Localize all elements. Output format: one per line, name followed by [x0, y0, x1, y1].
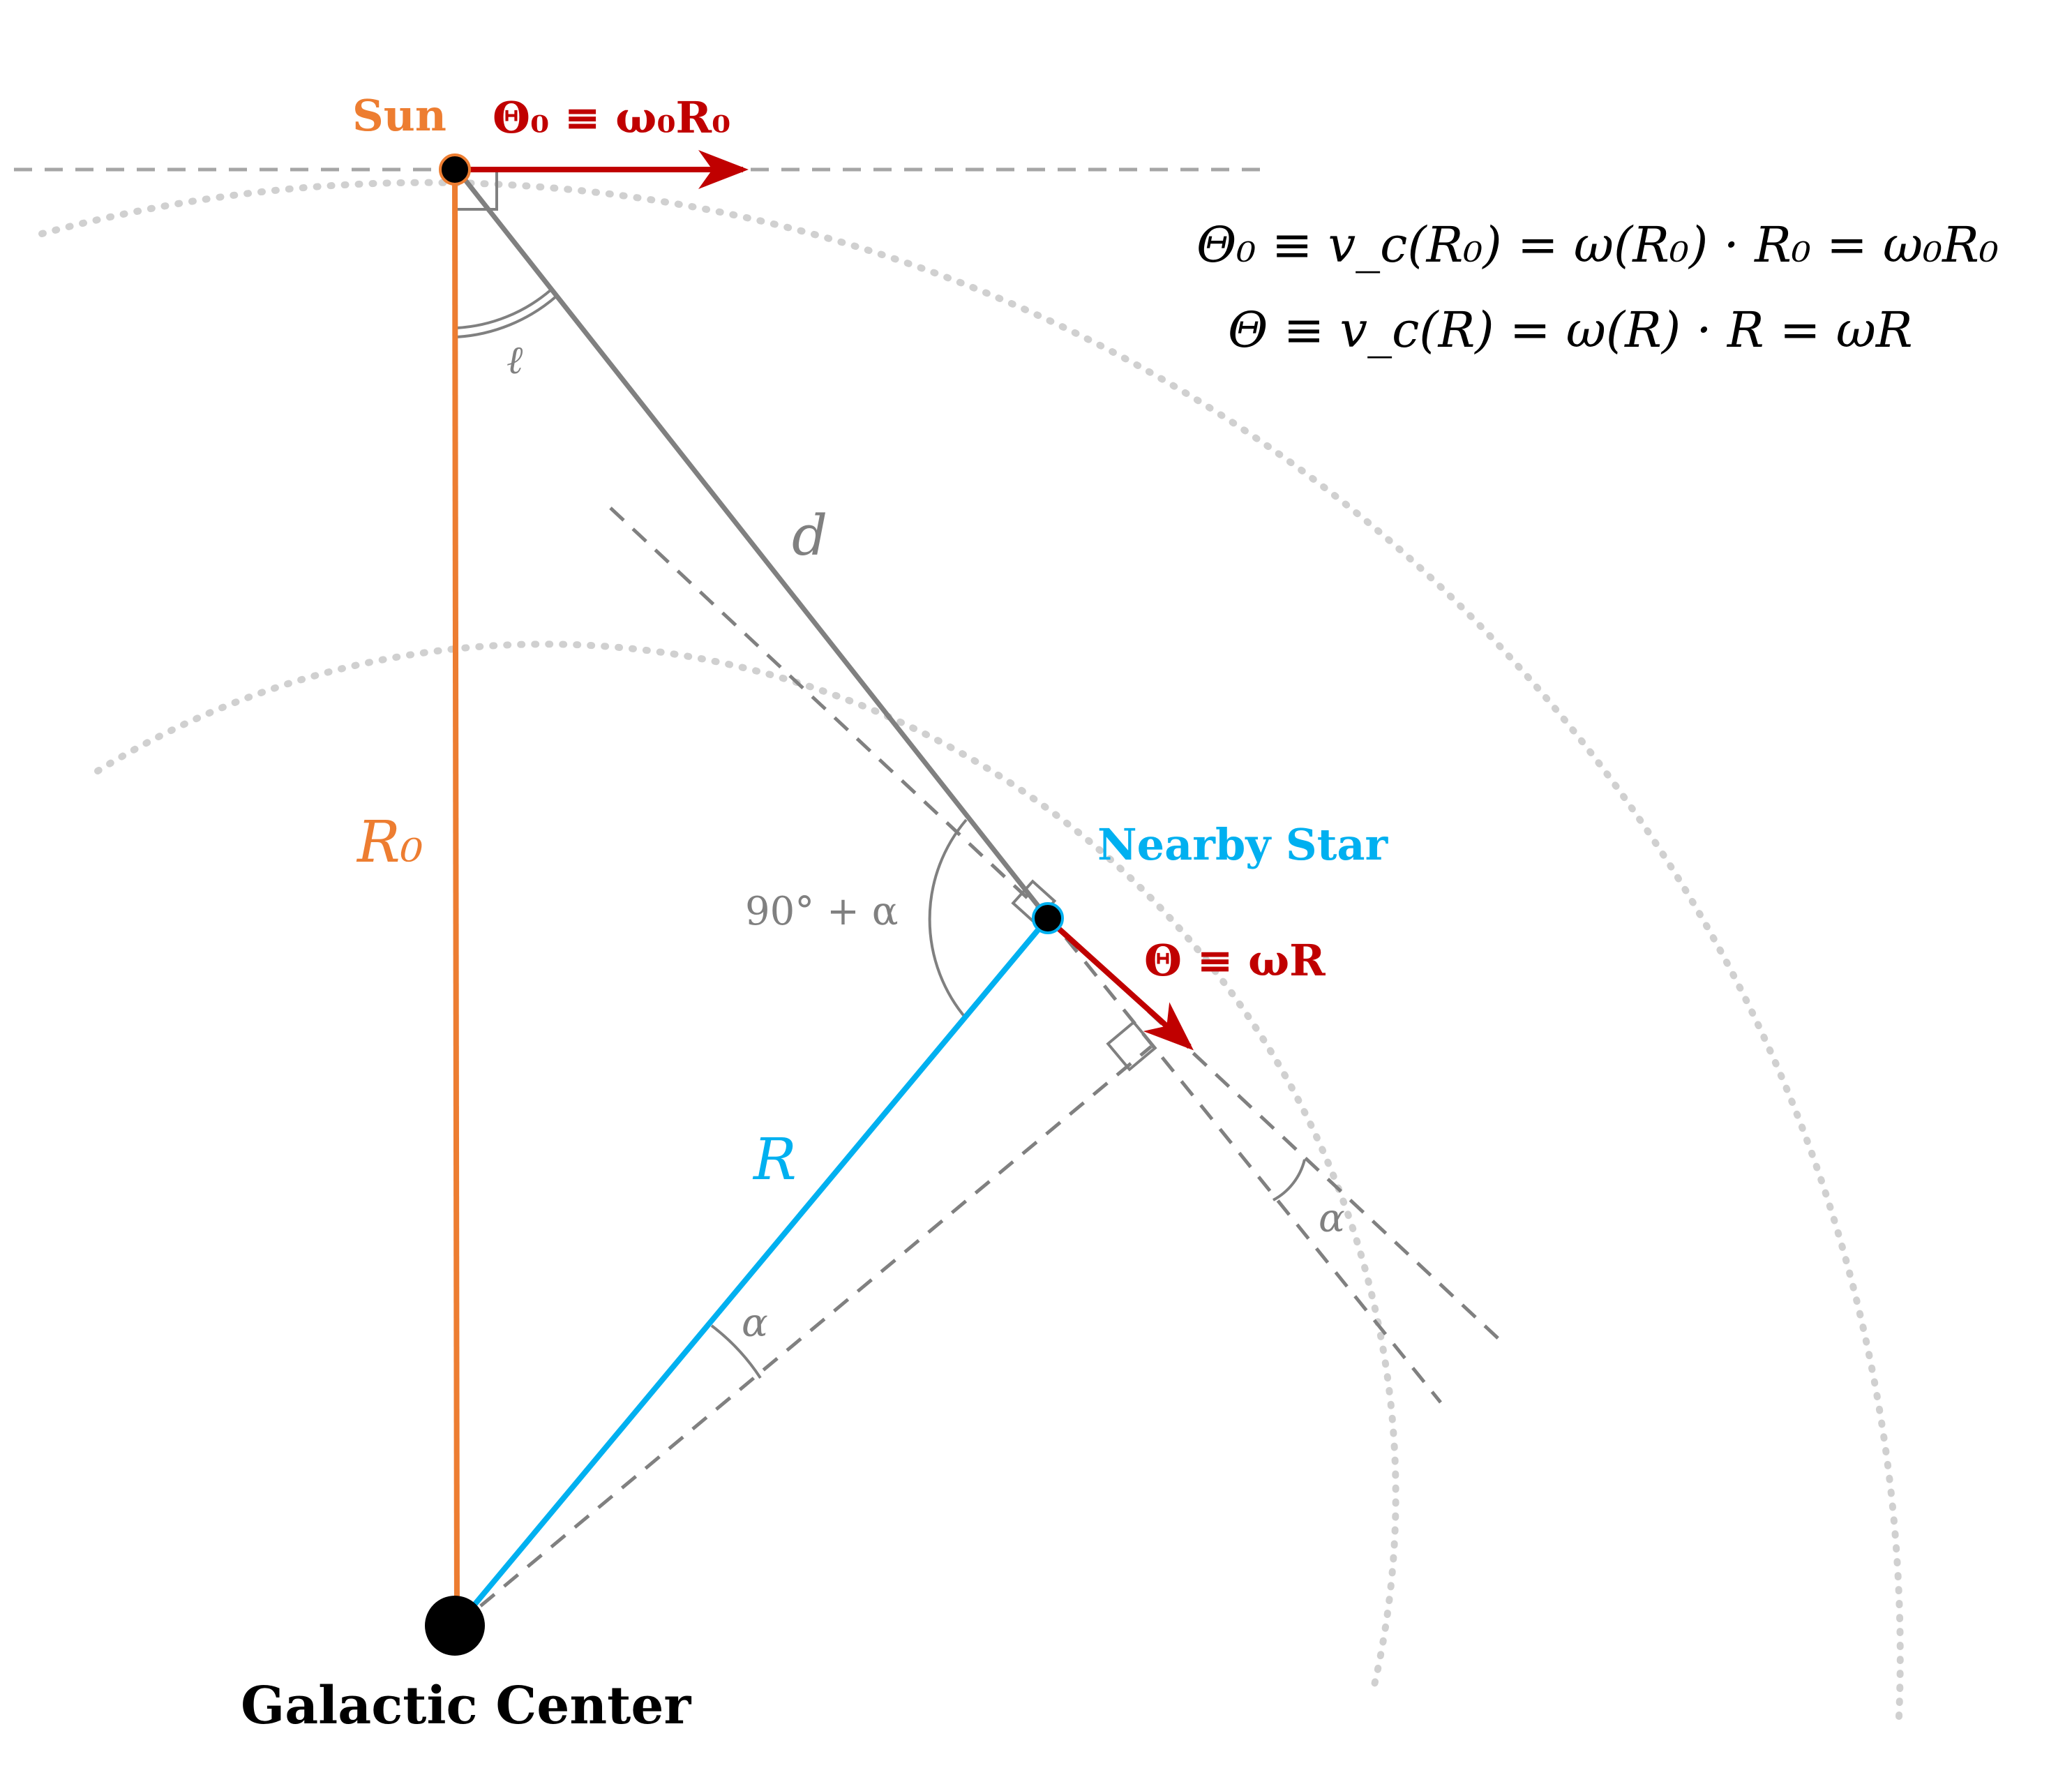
alpha-lower-label: α	[742, 1301, 768, 1346]
nearby-star-label: Nearby Star	[1097, 819, 1389, 870]
star-velocity-label: Θ ≡ ωR	[1144, 935, 1326, 986]
star-orbit-circle	[94, 640, 1399, 1688]
alpha-upper-label: α	[1319, 1196, 1345, 1241]
line-of-sight-extension	[1045, 913, 1442, 1404]
obtuse-angle-label: 90° + α	[745, 889, 899, 934]
longitude-angle-label: ℓ	[506, 338, 523, 383]
sun-point	[439, 153, 471, 186]
sun-radius-line	[452, 174, 460, 1626]
equation-sun: Θ₀ ≡ v_c(R₀) = ω(R₀) · R₀ = ω₀R₀	[1196, 216, 1999, 274]
alpha-arc-upper	[1273, 1159, 1306, 1201]
obtuse-angle-arc	[928, 818, 968, 1020]
star-tangent-line	[609, 507, 1508, 1348]
galactic-center-point	[425, 1596, 485, 1656]
star-radius-line	[454, 916, 1051, 1628]
sun-velocity-label: Θ₀ ≡ ω₀R₀	[493, 92, 730, 143]
sun-right-angle-marker	[457, 170, 498, 211]
alpha-arc-lower	[710, 1324, 762, 1379]
perpendicular-right-angle-marker	[1106, 1020, 1157, 1072]
sun-label: Sun	[352, 90, 446, 141]
star-point	[1032, 902, 1064, 934]
equation-star: Θ ≡ v_c(R) = ω(R) · R = ωR	[1228, 301, 1913, 359]
perpendicular-line	[456, 1045, 1153, 1627]
longitude-angle-arc-inner	[456, 289, 552, 329]
star-velocity-arrow	[1053, 923, 1194, 1051]
sun-radius-label: R₀	[356, 809, 423, 876]
star-radius-label: R	[752, 1127, 797, 1193]
distance-line	[455, 167, 1050, 920]
distance-label: d	[792, 503, 827, 568]
sun-orbit-circle	[38, 179, 1904, 1720]
galactic-center-label: Galactic Center	[241, 1676, 691, 1736]
longitude-angle-arc	[456, 295, 557, 338]
